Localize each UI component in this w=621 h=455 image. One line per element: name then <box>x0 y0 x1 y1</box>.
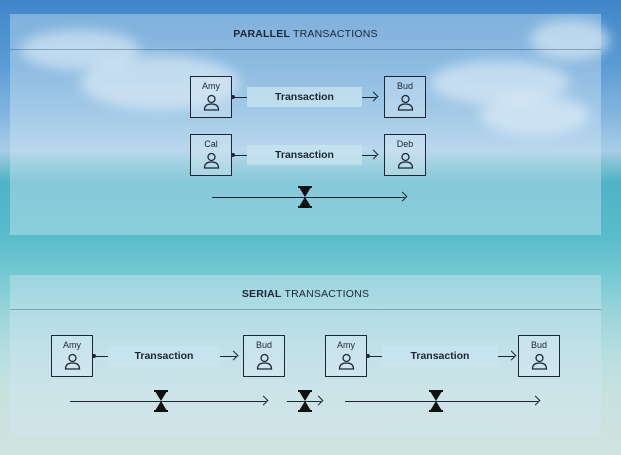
timeline-line <box>212 197 405 198</box>
connector-line <box>235 155 247 156</box>
connector-dot <box>92 354 96 358</box>
person-icon <box>203 94 220 111</box>
arrow-head <box>506 350 517 361</box>
timeline-line <box>287 401 321 402</box>
sender-node: Amy <box>325 335 367 377</box>
arrow-line <box>498 356 514 357</box>
receiver-node: Bud <box>518 335 560 377</box>
node-name: Amy <box>63 340 81 350</box>
divider <box>10 309 601 310</box>
node-name: Cal <box>204 139 218 149</box>
cloud <box>530 20 610 60</box>
connector-line <box>96 356 108 357</box>
person-icon <box>256 353 273 370</box>
cloud <box>480 95 590 135</box>
arrow-line <box>362 97 376 98</box>
serial-panel: SERIAL TRANSACTIONS Amy Transaction Bud … <box>10 275 601 435</box>
parallel-panel: PARALLEL TRANSACTIONS Amy Transaction Bu… <box>10 14 601 235</box>
timeline-arrow-head <box>258 395 269 406</box>
cloud <box>80 55 240 110</box>
connector-dot <box>366 354 370 358</box>
node-name: Deb <box>396 139 414 149</box>
person-icon <box>397 152 414 169</box>
connector-line <box>370 356 382 357</box>
hourglass-icon <box>429 390 443 412</box>
connector-line <box>235 97 247 98</box>
serial-title-rest: TRANSACTIONS <box>281 288 370 300</box>
person-icon <box>531 353 548 370</box>
sender-node: Amy <box>51 335 93 377</box>
person-icon <box>397 94 414 111</box>
timeline-arrow-head <box>530 395 541 406</box>
timeline-line <box>70 401 266 402</box>
arrow-line <box>220 356 236 357</box>
transaction-bar: Transaction <box>247 145 362 165</box>
parallel-title-rest: TRANSACTIONS <box>290 28 378 40</box>
receiver-node: Bud <box>384 76 426 118</box>
serial-title: SERIAL TRANSACTIONS <box>10 288 601 300</box>
hourglass-icon <box>298 186 312 208</box>
node-name: Bud <box>255 340 272 350</box>
person-icon <box>64 353 81 370</box>
transaction-bar: Transaction <box>108 346 220 366</box>
parallel-title-bold: PARALLEL <box>233 28 291 40</box>
sender-node: Amy <box>190 76 232 118</box>
parallel-title: PARALLEL TRANSACTIONS <box>10 28 601 40</box>
receiver-node: Deb <box>384 134 426 176</box>
arrow-head <box>368 91 379 102</box>
node-name: Amy <box>202 81 220 91</box>
timeline-arrow-head <box>397 191 408 202</box>
connector-dot <box>231 153 235 157</box>
transaction-bar: Transaction <box>382 346 498 366</box>
person-icon <box>203 152 220 169</box>
serial-title-bold: SERIAL <box>241 288 282 300</box>
sender-node: Cal <box>190 134 232 176</box>
timeline-line <box>345 401 538 402</box>
hourglass-icon <box>154 390 168 412</box>
node-name: Bud <box>396 81 413 91</box>
timeline-arrow-head <box>313 395 324 406</box>
node-name: Amy <box>337 340 355 350</box>
person-icon <box>338 353 355 370</box>
hourglass-icon <box>298 390 312 412</box>
arrow-head <box>368 149 379 160</box>
divider <box>10 49 601 50</box>
transaction-bar: Transaction <box>247 87 362 107</box>
connector-dot <box>231 95 235 99</box>
receiver-node: Bud <box>243 335 285 377</box>
arrow-line <box>362 155 376 156</box>
node-name: Bud <box>530 340 547 350</box>
arrow-head <box>228 350 239 361</box>
